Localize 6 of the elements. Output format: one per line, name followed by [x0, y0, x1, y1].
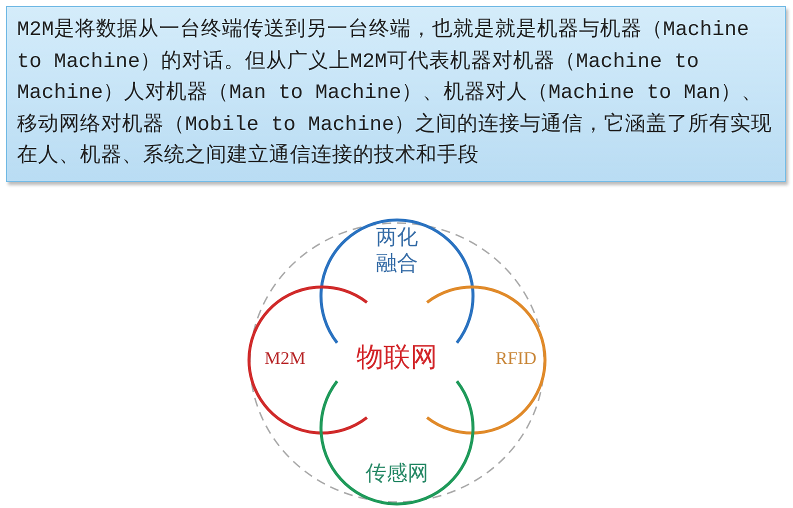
circle-label: 传感网: [366, 460, 428, 486]
circle-label: RFID: [496, 346, 537, 369]
circle-label: 两化融合: [375, 224, 419, 276]
text-box: M2M是将数据从一台终端传送到另一台终端，也就是就是机器与机器（Machine to Machine）的对话。但从广义上M2M可代表机器对机器（Machine to Machine）人对机器（Man to Machine）、机器对人（Machine to Man）、移动网络对机器（Mobile to Machine）之间的连接与通信，它涵盖了所有实现在人、机器、系统之间建立通信连接的技术和手段: [6, 6, 786, 182]
center-label: 物联网: [356, 341, 438, 374]
circle-label: M2M: [264, 346, 306, 369]
